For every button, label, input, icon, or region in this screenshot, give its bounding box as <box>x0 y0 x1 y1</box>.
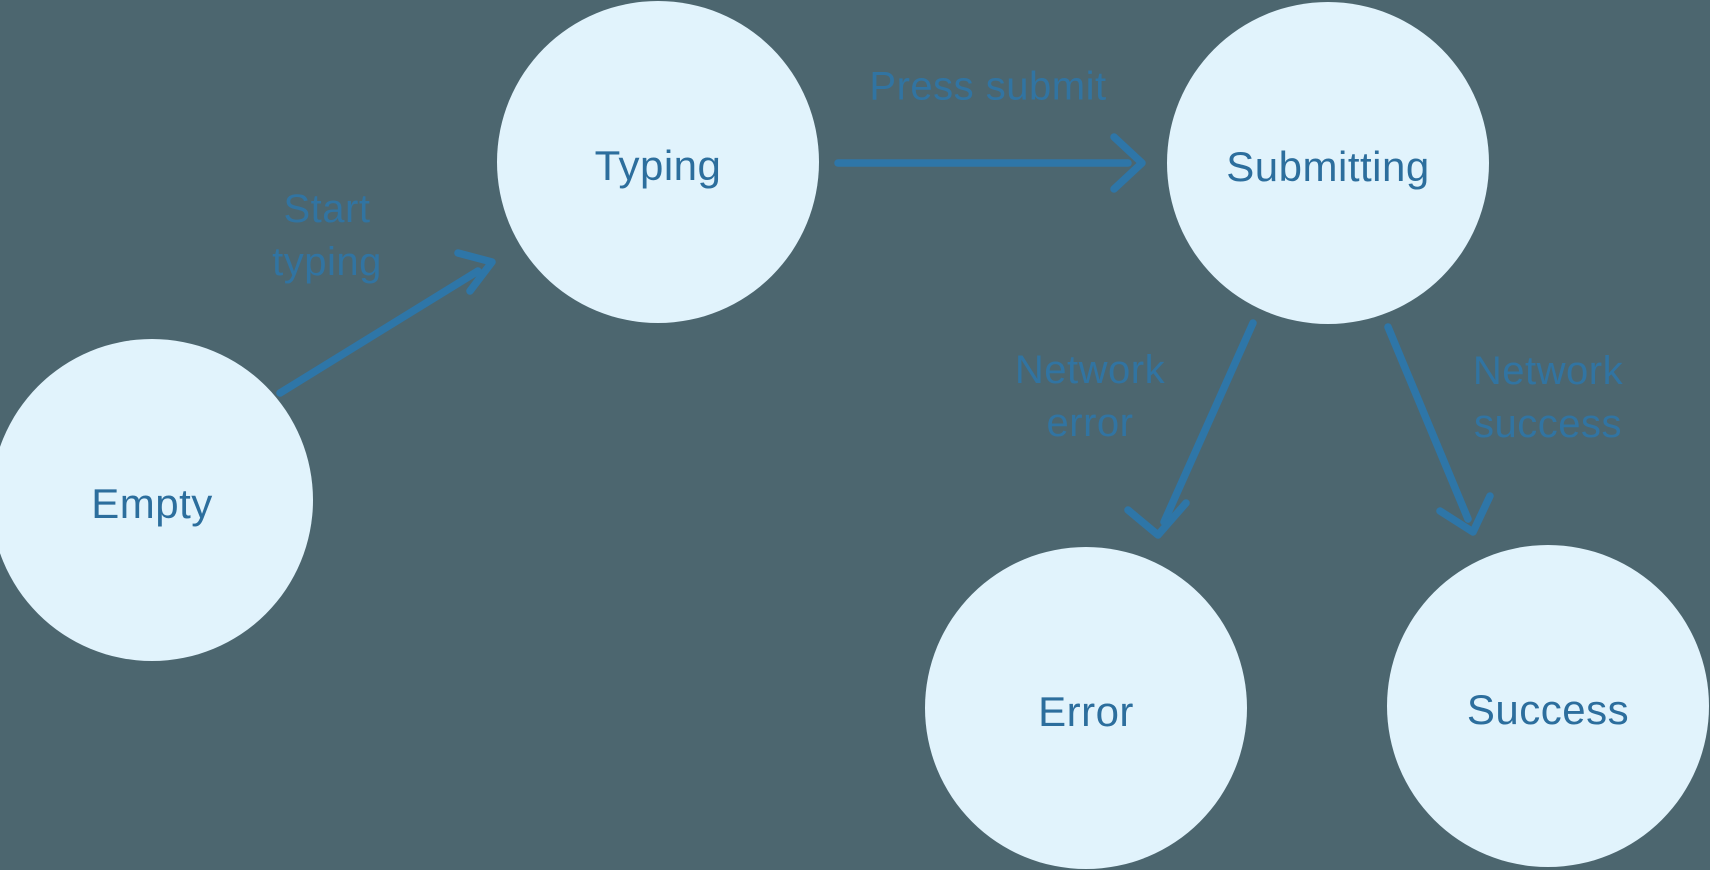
state-label-typing: Typing <box>594 142 722 189</box>
state-node-submitting: Submitting <box>1167 2 1489 324</box>
state-label-success: Success <box>1466 686 1630 733</box>
edge-label-press-submit: Press submit <box>869 64 1107 109</box>
edge-label-network-success: Network success <box>1472 349 1624 446</box>
state-label-submitting: Submitting <box>1226 143 1430 190</box>
edge-label-start-typing: Start typing <box>272 187 382 284</box>
state-label-error: Error <box>1038 688 1134 735</box>
edge-typing-submitting <box>834 133 1146 193</box>
state-node-empty: Empty <box>0 339 313 661</box>
edge-label-network-error: Network error <box>1014 348 1166 445</box>
state-label-empty: Empty <box>91 480 213 527</box>
state-node-typing: Typing <box>497 1 819 323</box>
arrowhead-success-icon <box>1436 492 1494 536</box>
state-node-success: Success <box>1387 545 1709 867</box>
arrowhead-error-icon <box>1124 499 1190 539</box>
arrowhead-submitting-icon <box>1110 133 1146 193</box>
arrowhead-typing-icon <box>454 249 496 295</box>
state-node-error: Error <box>925 547 1247 869</box>
